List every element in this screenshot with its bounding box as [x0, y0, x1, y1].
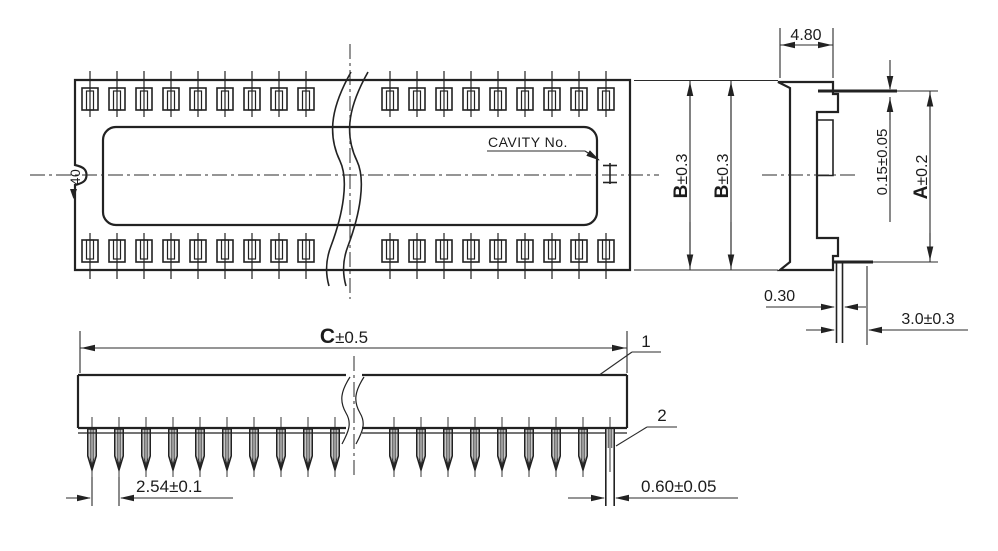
- break-line: [342, 71, 369, 287]
- dimension-lead-width: 0.60±0.05: [568, 477, 738, 502]
- top-view: 40 CAVITY No. B±0.3: [30, 44, 778, 299]
- callout-2: 2: [615, 406, 677, 447]
- dimension-b-side: B±0.3: [712, 81, 735, 270]
- callout-1: 1: [599, 332, 661, 375]
- front-view: C±0.5 1 2 2.54±0.1 0.60±0.05: [66, 325, 738, 506]
- cavity-no-label: CAVITY No.: [488, 134, 568, 150]
- callout-body-label: 1: [641, 332, 650, 351]
- dim-060-label: 0.60±0.05: [641, 477, 717, 496]
- dim-30-label: 3.0±0.3: [901, 311, 954, 328]
- detail-lead: [604, 417, 616, 506]
- dim-254-label: 2.54±0.1: [136, 477, 202, 496]
- side-lead: [835, 262, 844, 343]
- dimension-lead-length: 3.0±0.3: [806, 311, 968, 334]
- cavity-no-mark-icon: [603, 163, 617, 184]
- callout-contact-label: 2: [657, 406, 666, 425]
- dimension-pitch: 2.54±0.1: [66, 477, 233, 506]
- dim-b-top-label: B±0.3: [671, 154, 692, 199]
- dim-c-label: C±0.5: [320, 325, 368, 348]
- cavity-no-callout: CAVITY No.: [487, 134, 617, 184]
- dim-015-label: 0.15±0.05: [874, 129, 891, 196]
- dimension-b-top: B±0.3: [671, 81, 694, 270]
- break-line: [355, 376, 365, 445]
- side-contact-window: [817, 119, 834, 177]
- pin-count-label: 40: [67, 169, 83, 186]
- dimension-contact-offset: 0.15±0.05: [874, 60, 894, 222]
- break-line: [341, 376, 351, 445]
- dimension-lead-thickness: 0.30: [764, 288, 866, 311]
- dim-a-label: A±0.2: [911, 155, 932, 200]
- break-line: [325, 71, 352, 287]
- dim-b-side-label: B±0.3: [712, 154, 733, 199]
- dimension-top-width: 4.80: [779, 27, 834, 78]
- side-body-outline: [776, 80, 840, 272]
- pin-count-arrow-icon: [70, 189, 77, 199]
- dimension-a: A±0.2: [911, 91, 934, 262]
- dimension-c: C±0.5: [79, 325, 628, 373]
- dim-030-label: 0.30: [764, 288, 795, 305]
- dim-480-label: 4.80: [790, 27, 821, 44]
- front-body-outline: [76, 373, 629, 430]
- side-view: B±0.3 4.80 0.15±0.05 A±0.2 0.30: [712, 27, 968, 345]
